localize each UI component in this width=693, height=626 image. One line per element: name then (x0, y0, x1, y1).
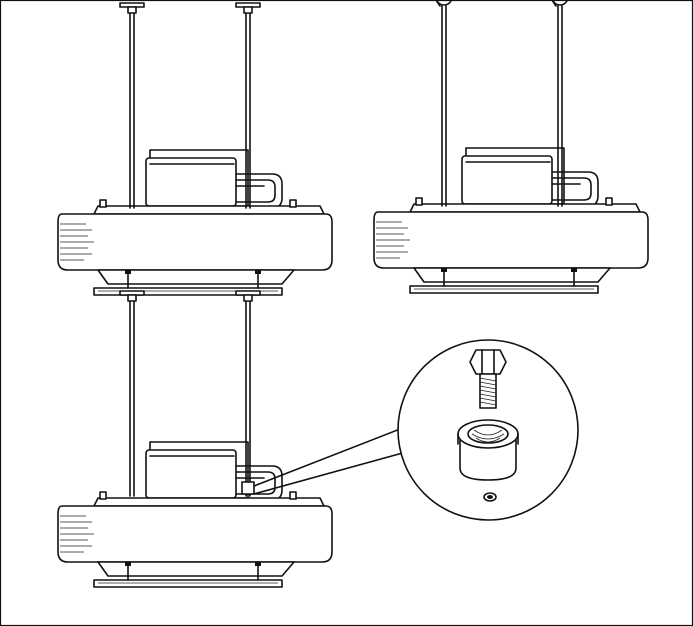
threaded-socket (457, 419, 519, 481)
panel-bottom-left (57, 290, 333, 588)
callout-leader (253, 421, 429, 495)
panel-top-left (57, 2, 333, 296)
panel-top-right (373, 0, 649, 294)
hex-bolt (469, 349, 507, 409)
detail-callout (397, 339, 579, 521)
